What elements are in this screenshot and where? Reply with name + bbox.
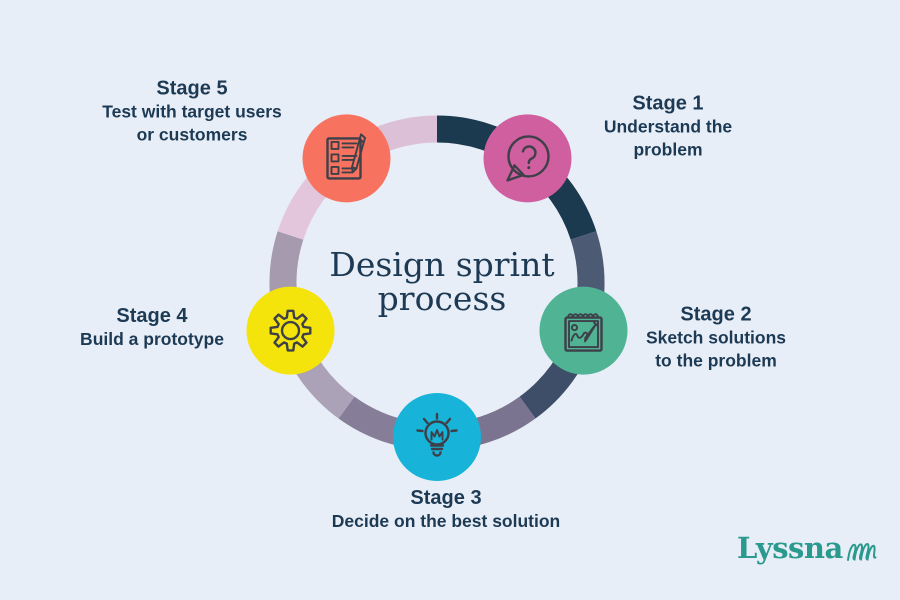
- lightbulb-icon: [416, 412, 458, 457]
- stage-1-name: Stage 1: [632, 92, 704, 115]
- stage-2-label: Stage 2 Sketch solutions to the problem: [646, 304, 786, 373]
- stage-5-name: Stage 5: [156, 77, 228, 100]
- stage-1-desc-line: problem: [633, 139, 703, 160]
- stage-1-label: Stage 1 Understand the problem: [604, 93, 732, 162]
- stage-2-circle: [539, 286, 628, 375]
- stage-2-desc-line: to the problem: [655, 350, 777, 371]
- stage-4-circle: [246, 286, 335, 375]
- stage-5-circle: [302, 114, 391, 203]
- stage-5-label: Stage 5 Test with target users or custom…: [102, 78, 282, 147]
- diagram-title-line2: process: [377, 279, 507, 318]
- gear-icon: [269, 309, 312, 352]
- lyssna-squiggle-icon: [846, 542, 877, 561]
- lyssna-logo-text: Lyssna: [737, 531, 843, 565]
- diagram-title: Design sprint process: [329, 248, 554, 316]
- stage-1-circle: [483, 114, 572, 203]
- stage-3-node: [393, 393, 481, 481]
- stage-1-desc-line: Understand the: [603, 116, 733, 137]
- checklist-pencil-icon: [326, 133, 366, 180]
- stage-1-node: [483, 114, 572, 203]
- sketchpad-icon: [564, 313, 603, 352]
- stage-4-node: [246, 286, 335, 375]
- stage-4-label: Stage 4 Build a prototype: [80, 305, 224, 351]
- stage-5-node: [302, 114, 391, 203]
- stage-4-name: Stage 4: [116, 305, 188, 327]
- stage-5-desc-line: Test with target users: [102, 101, 282, 122]
- lyssna-logo: Lyssna: [737, 533, 882, 565]
- question-speech-bubble-icon: [506, 135, 550, 182]
- stage-3-desc-line: Decide on the best solution: [331, 511, 561, 531]
- stage-3-circle: [393, 393, 481, 481]
- stage-5-desc-line: or customers: [136, 124, 248, 145]
- stage-2-node: [539, 286, 628, 375]
- stage-3-name: Stage 3: [410, 487, 482, 509]
- diagram-title-line1: Design sprint: [329, 245, 555, 284]
- stage-3-label: Stage 3 Decide on the best solution: [332, 487, 561, 533]
- stage-2-desc-line: Sketch solutions: [645, 327, 787, 348]
- stage-4-desc-line: Build a prototype: [80, 329, 224, 349]
- stage-2-name: Stage 2: [680, 303, 752, 326]
